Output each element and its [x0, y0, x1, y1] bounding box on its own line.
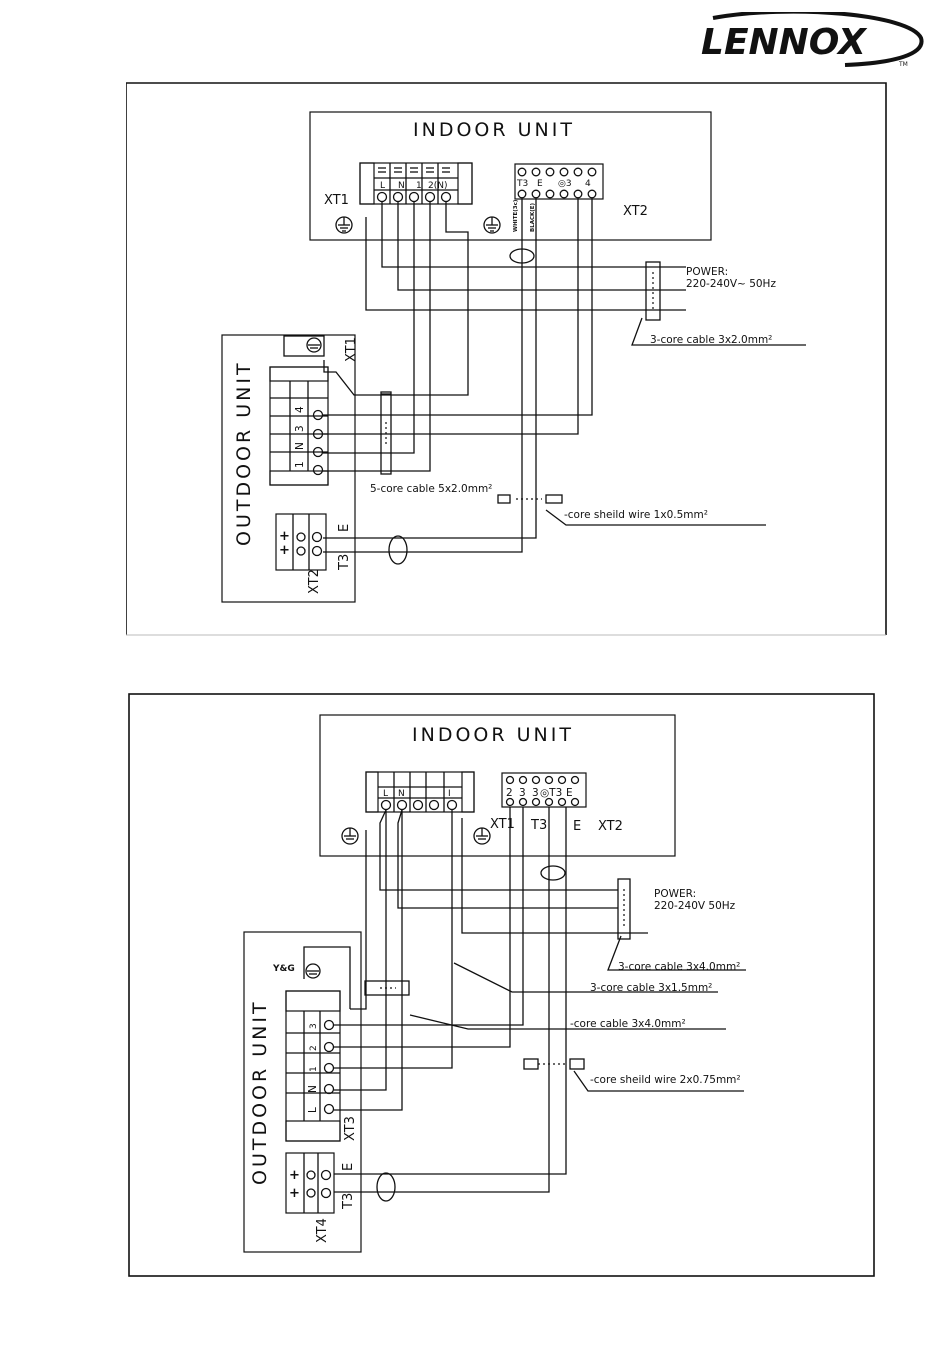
trademark-mark: TM — [898, 61, 908, 68]
indoor-e-label: E — [573, 819, 581, 834]
wiring-diagram-2: INDOOR UNIT L N I 2 3 3 ◎T3 E — [128, 693, 875, 1277]
indoor-xt2-block: T3 E ◎3 4 — [514, 163, 604, 200]
outdoor-xt3-block: 3 2 1 N L — [285, 990, 341, 1142]
cable-b-label: 3-core cable 3x1.5mm² — [590, 982, 712, 994]
xt1-terminal-i: I — [448, 789, 451, 799]
indoor-xt1-label: XT1 — [490, 817, 515, 832]
svg-text:+: + — [279, 543, 290, 558]
outdoor-t3-label: T3 — [337, 554, 352, 571]
xt2-terminal-e: E — [537, 179, 543, 189]
outdoor-xt1-label: XT1 — [344, 337, 359, 362]
lennox-logo: LENNOX TM — [701, 12, 924, 68]
xt1-terminal-2n: 2(N) — [428, 181, 447, 191]
ground-icon — [335, 216, 353, 234]
indoor-unit-box — [319, 714, 676, 857]
outdoor-t3-label: T3 — [341, 1193, 356, 1210]
xt1-terminal-l: L — [380, 181, 385, 191]
outdoor-terminal-3: 3 — [309, 1023, 319, 1029]
cable-a-label: 3-core cable 3x4.0mm² — [618, 961, 740, 973]
indoor-t3-label: T3 — [530, 818, 547, 833]
xt2-terminal-e: E — [566, 787, 573, 799]
outdoor-xt3-label: XT3 — [343, 1116, 358, 1141]
cable-5core-label: 5-core cable 5x2.0mm² — [370, 483, 492, 495]
xt2-terminal-4: 4 — [585, 179, 591, 189]
ground-icon — [283, 335, 325, 357]
xt2-terminal-t3: ◎T3 — [540, 787, 562, 799]
power-label: POWER: — [654, 888, 696, 900]
indoor-unit-title: INDOOR UNIT — [413, 119, 575, 141]
outdoor-terminal-1: 1 — [294, 461, 306, 468]
wiring — [323, 199, 806, 565]
ground-icon — [341, 827, 359, 845]
wire-black-label: BLACK(E) — [530, 202, 536, 232]
indoor-xt2-label: XT2 — [598, 819, 623, 834]
outdoor-unit-box — [243, 931, 362, 1253]
outdoor-terminal-l: L — [307, 1107, 319, 1113]
xt2-terminal-3: ◎3 — [558, 179, 572, 189]
indoor-xt2-block: 2 3 3 ◎T3 E — [501, 772, 587, 808]
ground-icon — [303, 946, 351, 1009]
outdoor-terminal-1: 1 — [309, 1066, 319, 1072]
outdoor-xt2-block: + + — [275, 513, 327, 571]
outdoor-unit-title: OUTDOOR UNIT — [233, 360, 255, 546]
xt2-terminal-3a: 3 — [519, 787, 526, 799]
outdoor-e-label: E — [337, 524, 352, 532]
indoor-xt1-block: L N I — [365, 771, 475, 813]
indoor-xt1-block: L N 1 2(N) — [359, 162, 473, 205]
wire-white-label: WHITE(3c) — [513, 199, 519, 232]
outdoor-unit-box — [221, 334, 356, 603]
outdoor-xt1-block: 4 3 N 1 — [269, 366, 329, 486]
svg-text:+: + — [279, 529, 290, 544]
indoor-xt2-label: XT2 — [623, 204, 648, 219]
cable-shield-label: -core sheild wire 1x0.5mm² — [564, 509, 708, 521]
xt1-terminal-l: L — [383, 789, 388, 799]
svg-text:+: + — [289, 1168, 300, 1183]
cable-3core-label: 3-core cable 3x2.0mm² — [650, 334, 772, 346]
outdoor-terminal-n: N — [294, 442, 306, 450]
outdoor-terminal-n: N — [307, 1085, 319, 1093]
indoor-xt1-label: XT1 — [324, 193, 349, 208]
outdoor-xt4-label: XT4 — [315, 1218, 330, 1243]
power-spec: 220-240V 50Hz — [654, 900, 736, 912]
logo-wordmark: LENNOX — [701, 22, 868, 63]
xt2-terminal-t3: T3 — [516, 179, 528, 189]
outdoor-unit-title: OUTDOOR UNIT — [249, 999, 271, 1185]
outdoor-terminal-2: 2 — [309, 1045, 319, 1051]
svg-text:+: + — [289, 1186, 300, 1201]
xt1-terminal-n: N — [398, 181, 405, 191]
outdoor-terminal-3: 3 — [294, 425, 306, 432]
cable-c-label: -core cable 3x4.0mm² — [570, 1018, 686, 1030]
ground-icon — [473, 827, 491, 845]
cable-shield-label: -core sheild wire 2x0.75mm² — [590, 1074, 741, 1086]
wiring — [334, 807, 746, 1202]
power-label: POWER: — [686, 266, 728, 278]
ground-label: Y&G — [272, 964, 295, 974]
xt1-terminal-1: 1 — [416, 181, 422, 191]
outdoor-terminal-4: 4 — [294, 406, 306, 413]
wiring-diagram-1: INDOOR UNIT L N 1 2(N) XT1 XT2 — [126, 82, 887, 636]
ground-icon — [483, 216, 501, 234]
indoor-unit-box — [309, 111, 712, 241]
power-spec: 220-240V~ 50Hz — [686, 278, 776, 290]
indoor-unit-title: INDOOR UNIT — [412, 724, 574, 746]
xt1-terminal-n: N — [398, 789, 405, 799]
outdoor-e-label: E — [341, 1163, 356, 1171]
outdoor-xt4-block: + + — [285, 1152, 335, 1214]
outdoor-xt2-label: XT2 — [307, 569, 322, 594]
xt2-terminal-2: 2 — [506, 787, 513, 799]
xt2-terminal-3b: 3 — [532, 787, 539, 799]
